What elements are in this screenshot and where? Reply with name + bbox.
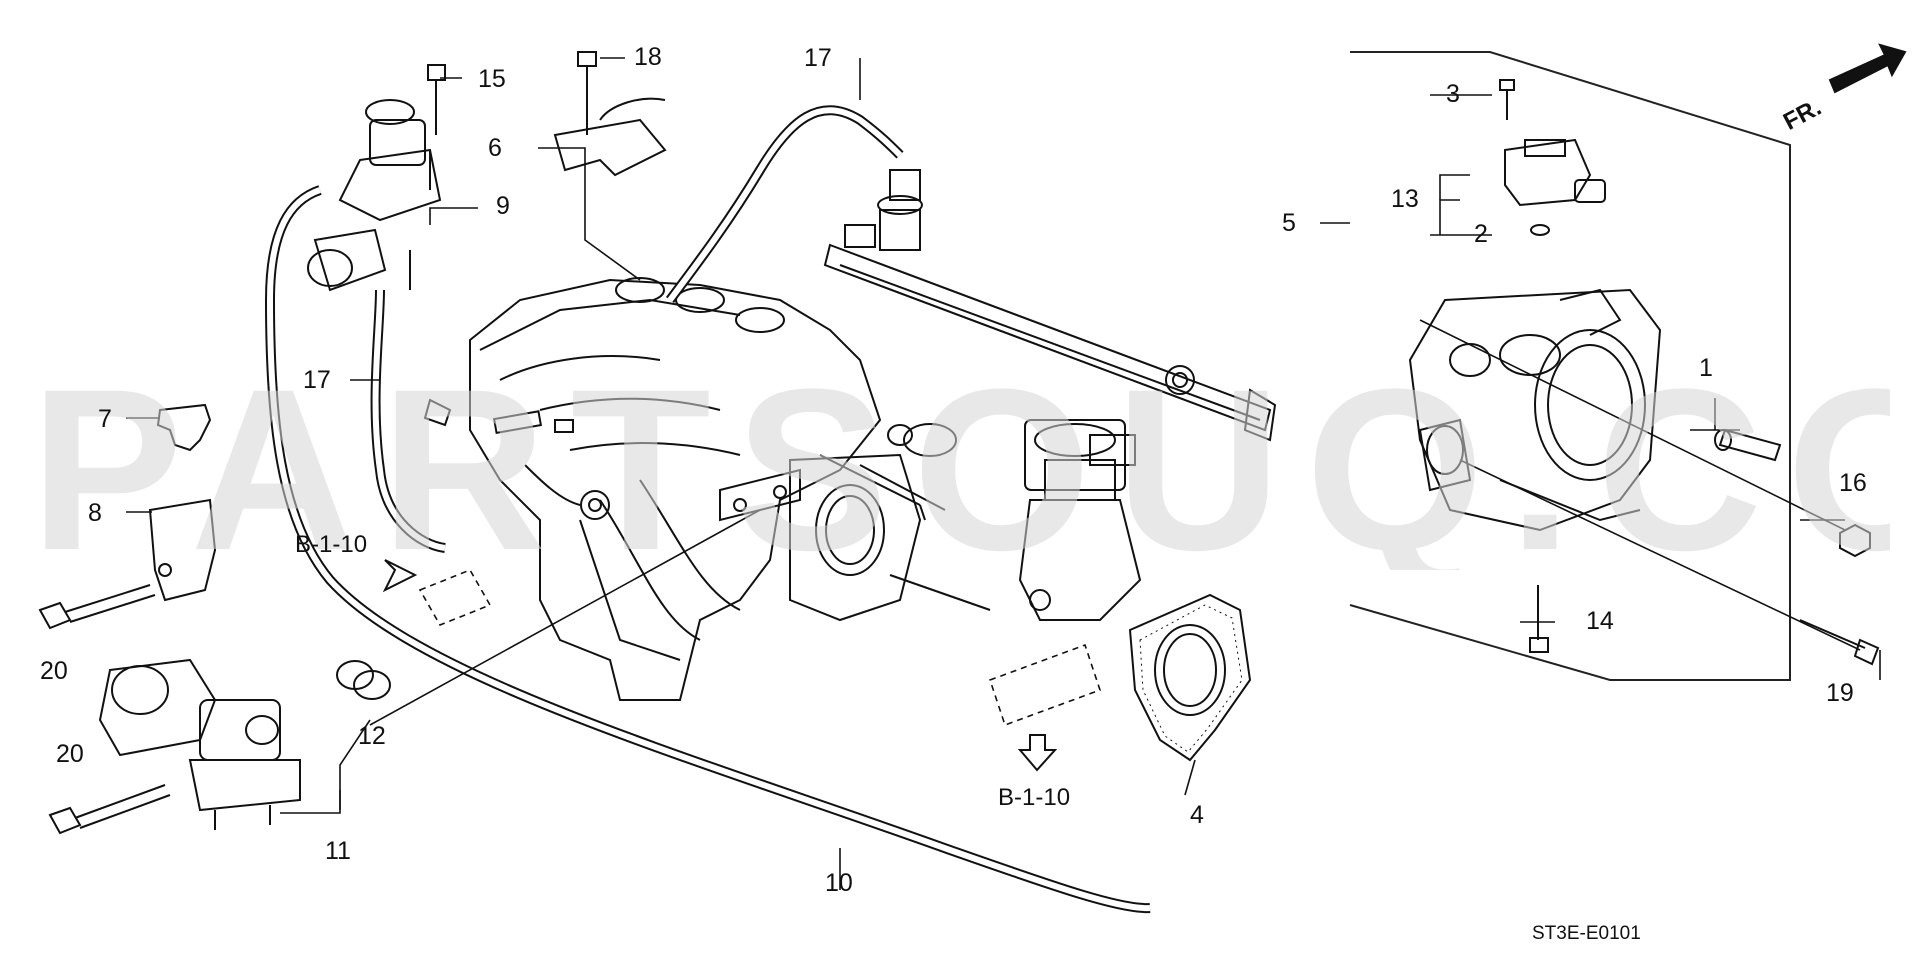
callout-2: 2 [1474,220,1488,248]
throttle-body [1408,79,1880,666]
diagram-code: ST3E-E0101 [1532,923,1641,944]
callout-20-upper: 20 [40,657,68,685]
watermark-logo: PARTSOUQ.COM [30,370,1890,570]
ref-arrow-left [382,559,418,593]
clip-7 [156,403,212,452]
callout-7: 7 [98,405,112,433]
callout-17-left: 17 [303,366,331,394]
callout-19: 19 [1826,679,1854,707]
callout-14: 14 [1586,607,1614,635]
callout-17-top: 17 [804,44,832,72]
front-arrow [1828,43,1907,94]
ref-arrow-down [1017,734,1058,772]
callout-6: 6 [488,134,502,162]
iac-valve [98,658,301,830]
callout-9: 9 [496,192,510,220]
callout-20-lower: 20 [56,740,84,768]
reference-b-1-10-left: B-1-10 [295,531,368,558]
bolts-20 [38,584,171,835]
callout-3: 3 [1446,80,1460,108]
reference-b-1-10-center: B-1-10 [998,784,1071,811]
callout-5: 5 [1282,209,1296,237]
group-5-outline [1349,51,1791,681]
callout-15: 15 [478,65,506,93]
solenoid-valve [307,64,446,292]
callout-12: 12 [358,722,386,750]
callout-11: 11 [325,837,351,865]
callout-13: 13 [1391,185,1419,213]
intake-manifold [423,169,1277,701]
callout-18: 18 [634,43,662,71]
callout-1: 1 [1699,354,1713,382]
callout-10: 10 [825,869,853,897]
o-ring-12 [336,660,391,700]
callout-16: 16 [1839,469,1867,497]
reference-boxes [418,568,1102,727]
leader-lines [126,57,1881,890]
callout-4: 4 [1190,801,1204,829]
bracket-8 [148,498,217,602]
throttle-gasket [1128,593,1252,762]
bracket-6 [553,51,667,177]
callout-8: 8 [88,499,102,527]
